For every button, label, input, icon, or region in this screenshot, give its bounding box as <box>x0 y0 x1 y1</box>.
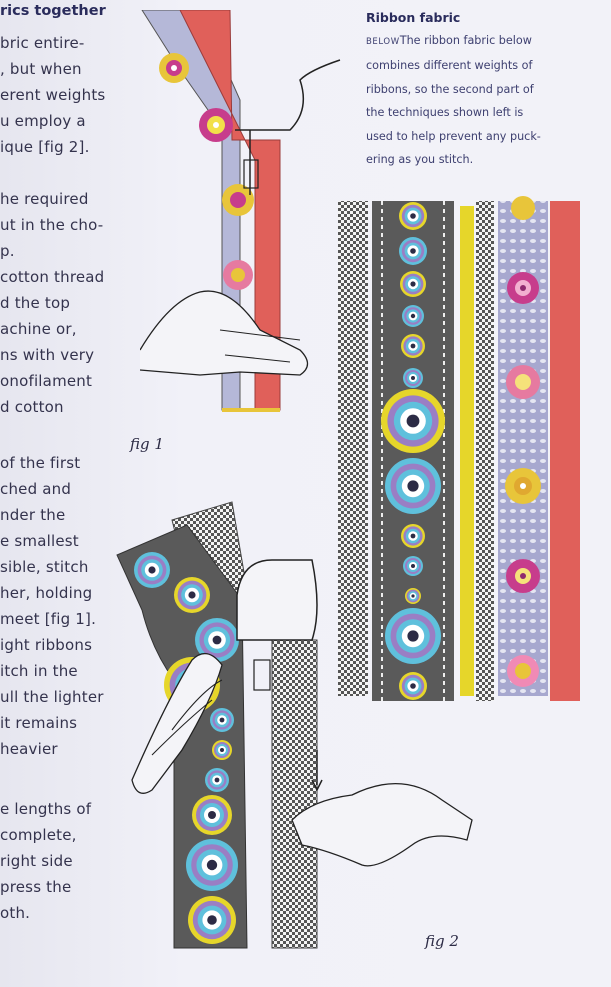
fabric-flower-motifs <box>505 196 541 687</box>
body-line: cotton thread <box>0 268 105 286</box>
ribbon-fabric-photo <box>338 196 580 701</box>
circle-motif <box>410 533 416 539</box>
caption-fig2: fig 2 <box>425 932 459 950</box>
body-line: nder the <box>0 506 66 524</box>
fabric-check-ribbon-right <box>476 201 494 701</box>
circle-motif <box>410 683 416 689</box>
body-line: e smallest <box>0 532 79 550</box>
body-line: d the top <box>0 294 71 312</box>
body-line: ight ribbons <box>0 636 93 654</box>
body-line: achine or, <box>0 320 77 338</box>
circle-motif <box>148 566 156 574</box>
body-line: complete, <box>0 826 77 844</box>
fig2-right-hand <box>291 782 473 867</box>
circle-motif <box>411 594 415 598</box>
sidebar-text: BELOWThe ribbon fabric below combines dif… <box>366 29 576 171</box>
body-line: e lengths of <box>0 800 92 818</box>
body-line: press the <box>0 878 72 896</box>
circle-motif <box>206 859 218 871</box>
body-line: her, holding <box>0 584 93 602</box>
body-line: ns with very <box>0 346 95 364</box>
body-line: d cotton <box>0 398 64 416</box>
circle-motif <box>208 811 216 819</box>
body-line: erent weights <box>0 86 106 104</box>
circle-motif <box>188 591 196 599</box>
sidebar-line: used to help prevent any puck- <box>366 129 541 143</box>
body-line: he required <box>0 190 89 208</box>
sidebar-line: ering as you stitch. <box>366 153 474 167</box>
fabric-coral-ribbon <box>550 201 580 701</box>
fig2-check-ribbon-vertical <box>271 639 318 949</box>
circle-motif <box>410 313 416 319</box>
circle-motif <box>411 564 415 568</box>
sidebar-title: Ribbon fabric <box>366 10 461 25</box>
sidebar-kicker: BELOW <box>366 37 400 47</box>
circle-motif <box>220 748 224 752</box>
circle-motif <box>410 281 416 287</box>
body-line: u employ a <box>0 112 86 130</box>
sidebar-ribbon-fabric: Ribbon fabric BELOWThe ribbon fabric bel… <box>366 10 576 171</box>
body-line: ull the lighter <box>0 688 104 706</box>
body-line: , but when <box>0 60 82 78</box>
fig1-left-hand <box>140 290 309 376</box>
body-line: bric entire- <box>0 34 85 52</box>
circle-motif <box>406 414 420 428</box>
body-line: ut in the cho- <box>0 216 104 234</box>
fig1-fingers <box>219 329 301 363</box>
sidebar-line: combines different weights of <box>366 59 533 73</box>
body-line: heavier <box>0 740 58 758</box>
circle-motif <box>410 248 416 254</box>
body-line: ched and <box>0 480 72 498</box>
body-text-column: rics together bric entire- , but when eren… <box>0 0 118 987</box>
circle-motif <box>214 777 220 783</box>
fig2-machine-outline <box>236 559 318 641</box>
body-line: onofilament <box>0 372 93 390</box>
fig2-illustration <box>116 501 473 949</box>
sidebar-lines: BELOWThe ribbon fabric below combines dif… <box>366 29 576 171</box>
body-line: oth. <box>0 904 31 922</box>
fig1-illustration <box>140 10 341 412</box>
circle-motif <box>212 635 222 645</box>
body-line: itch in the <box>0 662 78 680</box>
circle-motif <box>207 915 217 925</box>
sidebar-line: the techniques shown left is <box>366 106 524 120</box>
fabric-check-ribbon-left <box>338 201 368 696</box>
circle-motif <box>410 213 416 219</box>
body-line: meet [fig 1]. <box>0 610 97 628</box>
circle-motif <box>410 343 416 349</box>
circle-motif <box>407 480 419 492</box>
circle-motif <box>219 717 225 723</box>
sidebar-line: ribbons, so the second part of <box>366 82 534 96</box>
body-line: of the first <box>0 454 81 472</box>
body-line: p. <box>0 242 15 260</box>
body-line: ique [fig 2]. <box>0 138 90 156</box>
body-line: sible, stitch <box>0 558 89 576</box>
body-line: it remains <box>0 714 78 732</box>
body-line: right side <box>0 852 73 870</box>
fabric-yellow-ribbon <box>460 206 474 696</box>
circle-motif <box>407 630 419 642</box>
fabric-circle-motifs <box>381 202 445 700</box>
caption-fig1: fig 1 <box>130 435 164 453</box>
section-heading: rics together <box>0 3 106 19</box>
circle-motif <box>411 376 415 380</box>
fig1-machine-outline <box>235 59 341 131</box>
sidebar-line: BELOWThe ribbon fabric below <box>366 34 532 47</box>
